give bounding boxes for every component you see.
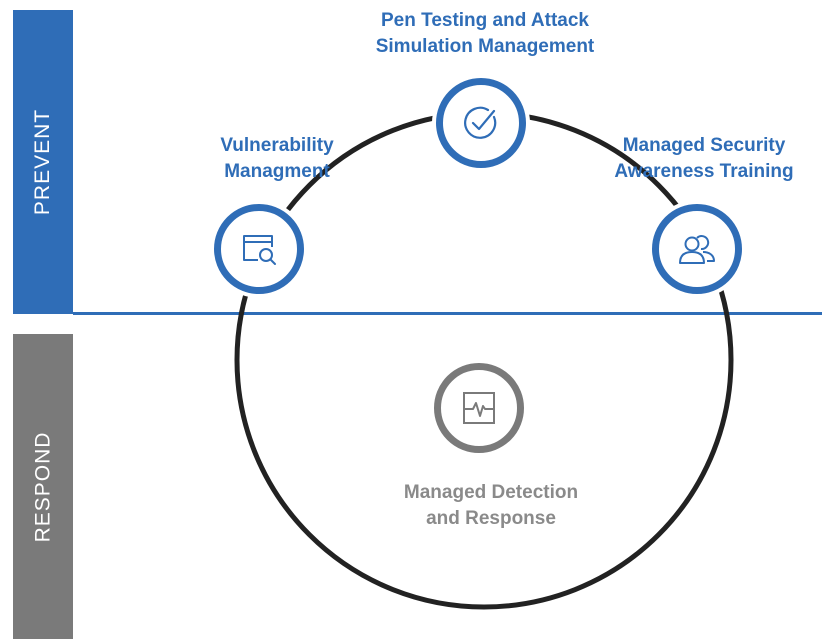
awareness-label: Managed Security Awareness Training bbox=[614, 135, 794, 182]
section-divider bbox=[73, 312, 822, 315]
users-icon bbox=[679, 235, 715, 264]
vulnerability-node bbox=[214, 204, 304, 294]
check-circle-icon bbox=[464, 106, 497, 139]
prevent-section-bar: PREVENT bbox=[13, 10, 73, 314]
heartbeat-monitor-icon bbox=[463, 392, 495, 424]
detection-label: Managed Detection and Response bbox=[403, 482, 579, 529]
vulnerability-label: Vulnerability Managment bbox=[220, 135, 334, 182]
pen-testing-node bbox=[436, 78, 526, 168]
detection-node bbox=[434, 363, 524, 453]
respond-section-bar: RESPOND bbox=[13, 334, 73, 639]
pen-testing-label: Pen Testing and Attack Simulation Manage… bbox=[375, 10, 595, 57]
window-search-icon bbox=[243, 235, 276, 265]
awareness-node bbox=[652, 204, 742, 294]
